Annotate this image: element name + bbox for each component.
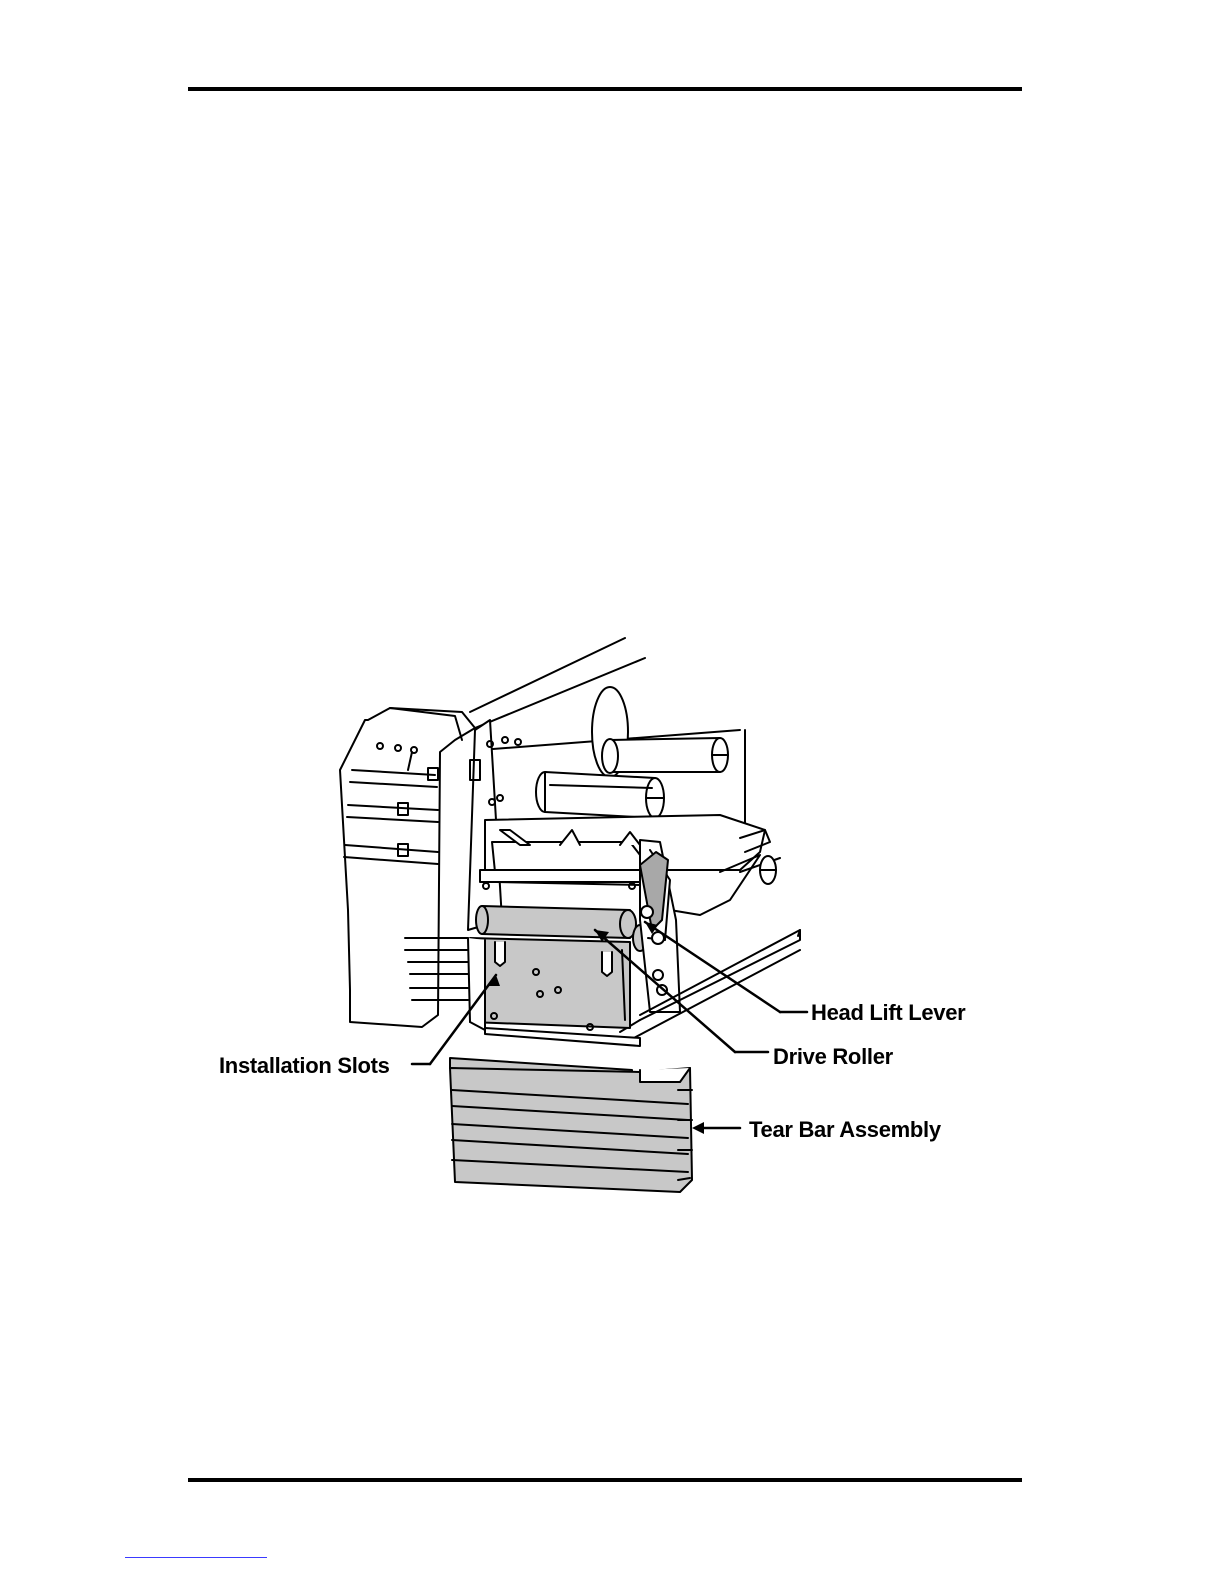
installation-slot-left <box>495 942 505 966</box>
callout-head-lift-lever: Head Lift Lever <box>811 1000 965 1026</box>
callout-installation-slots: Installation Slots <box>219 1053 390 1079</box>
installation-slot-right <box>602 952 612 976</box>
footer-rule <box>188 1478 1022 1482</box>
tear-bar-assembly <box>450 1058 692 1192</box>
printer-figure: Head Lift Lever Drive Roller Installatio… <box>200 620 1020 1220</box>
arrowhead-tear-bar <box>692 1122 704 1134</box>
side-cover <box>340 708 475 1027</box>
callout-tear-bar-assembly: Tear Bar Assembly <box>749 1117 941 1143</box>
header-rule <box>188 87 1022 91</box>
footer-link-underline[interactable] <box>125 1557 267 1558</box>
callout-drive-roller: Drive Roller <box>773 1044 893 1070</box>
